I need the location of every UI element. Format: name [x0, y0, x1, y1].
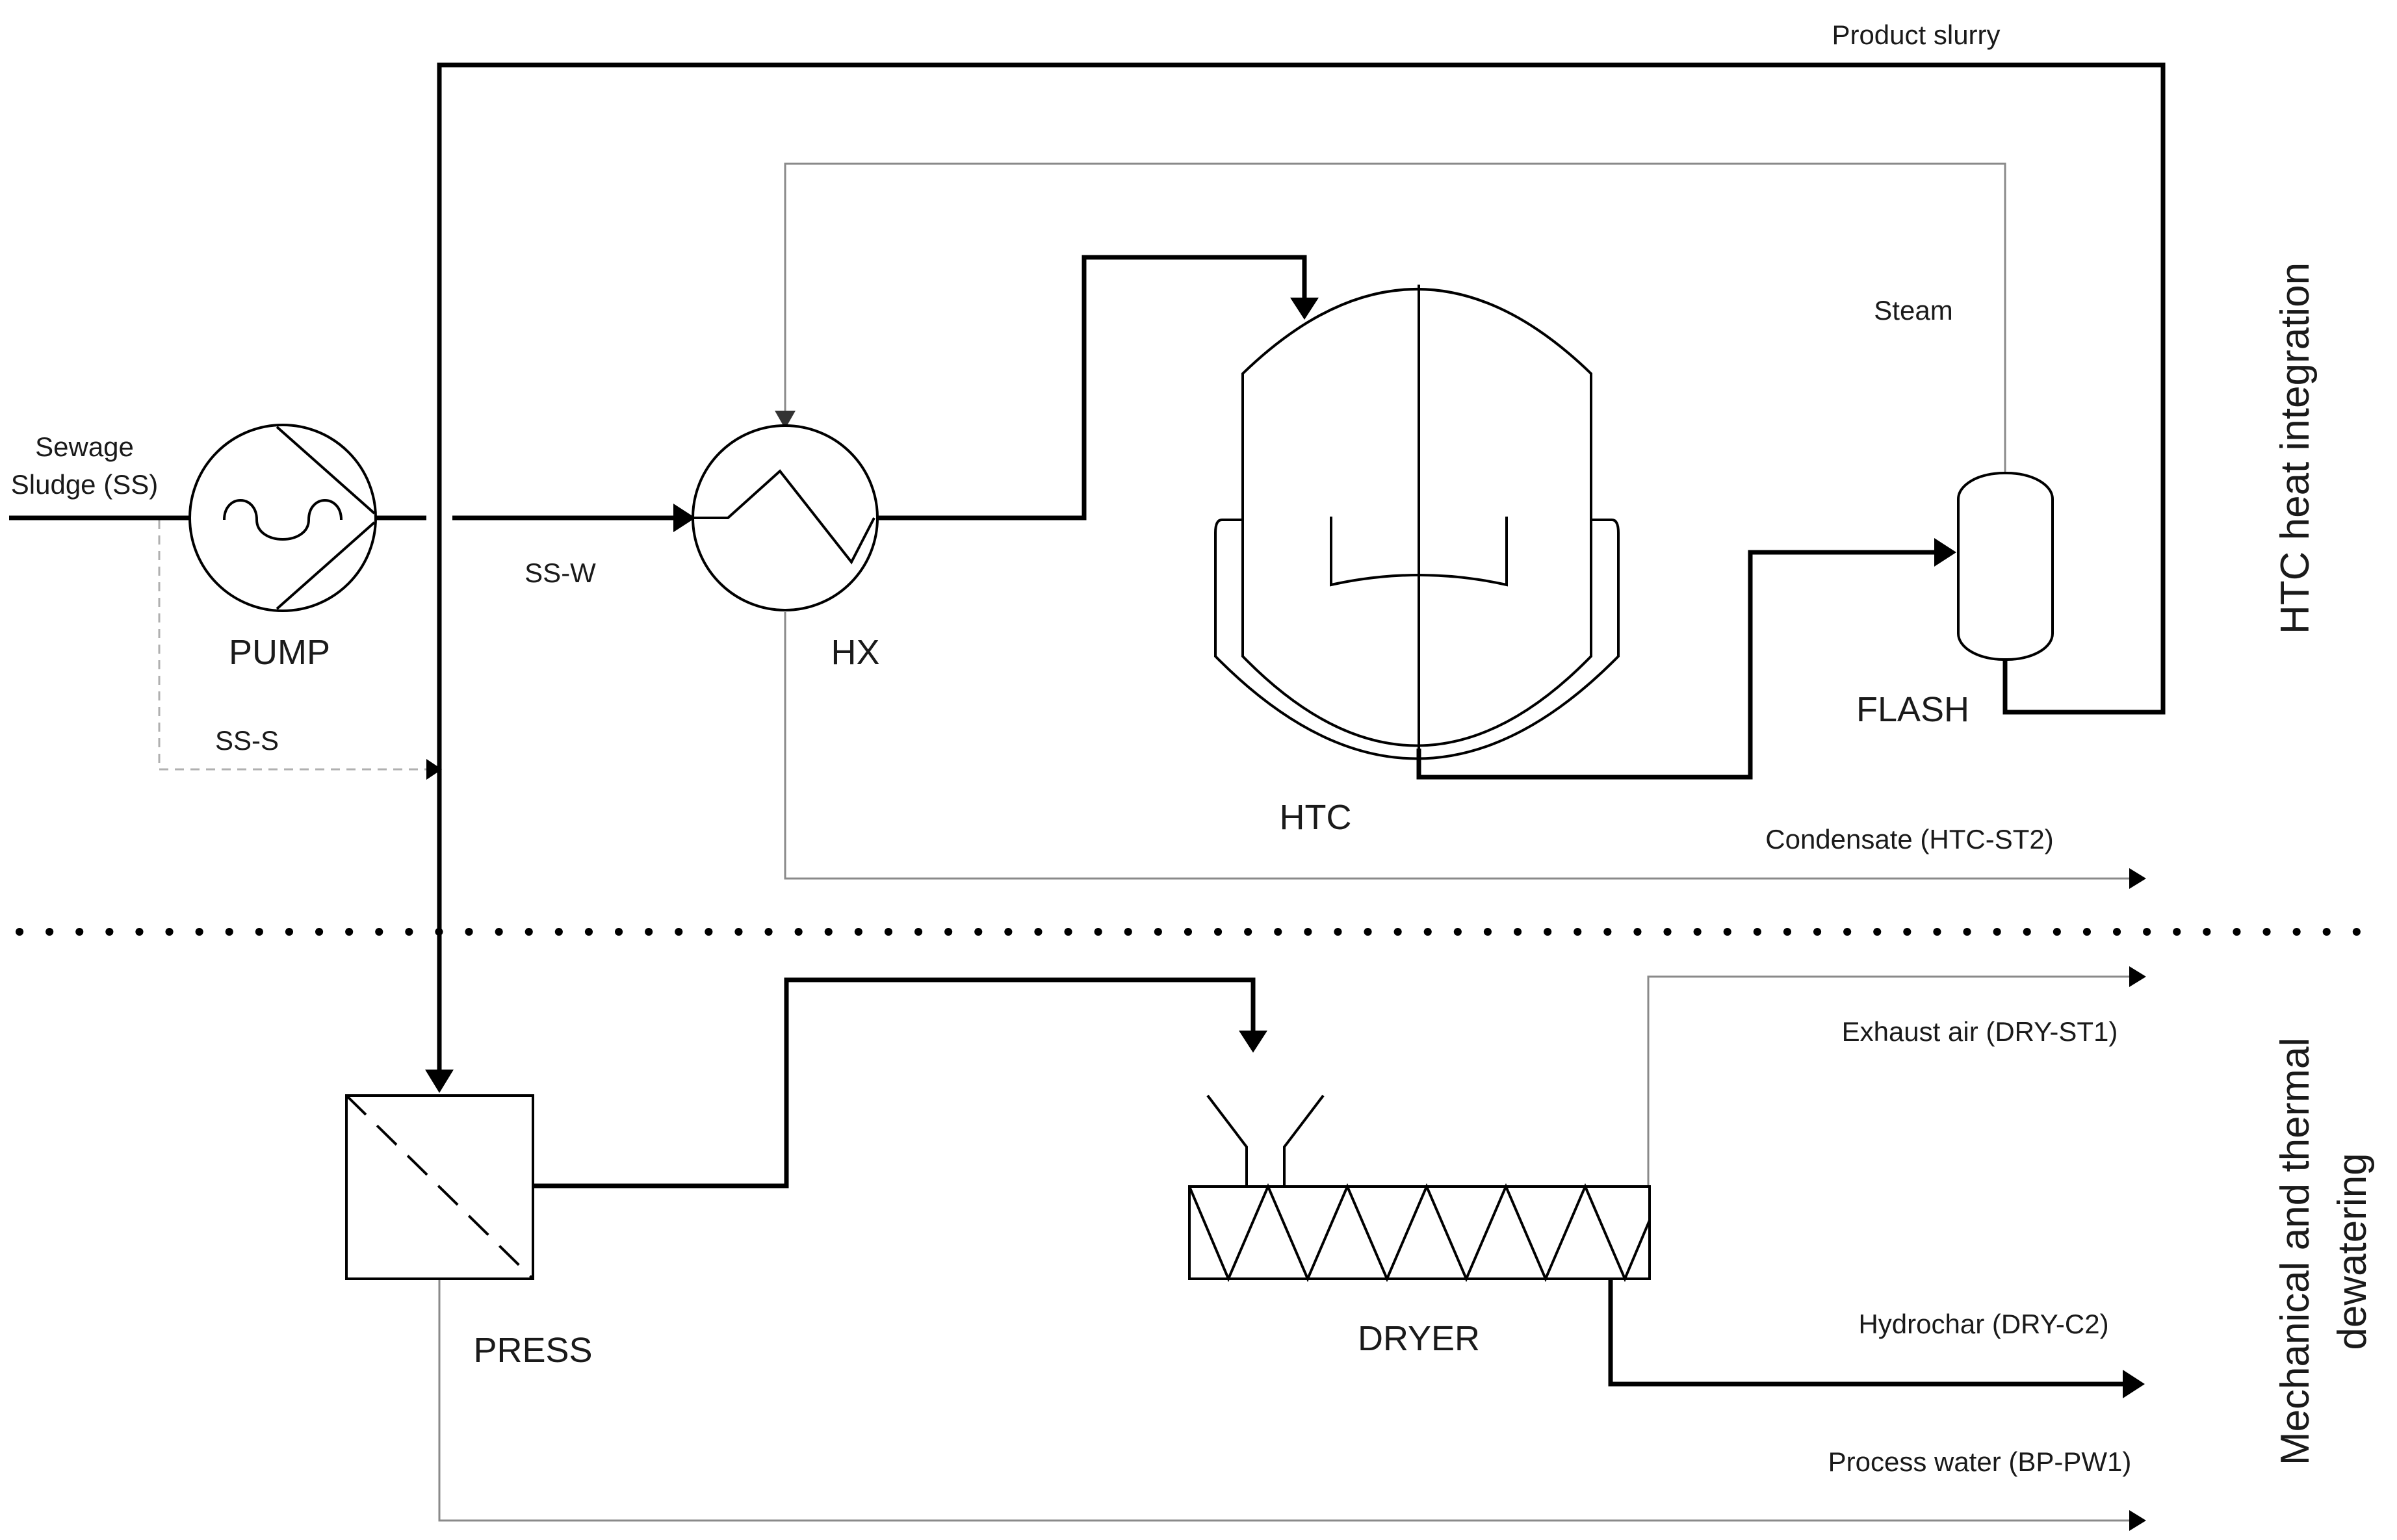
- condensate-arrow: [2129, 868, 2146, 889]
- hx-label: HX: [831, 633, 879, 672]
- exhaust-air-label: Exhaust air (DRY-ST1): [1842, 1016, 2118, 1047]
- exhaust-air-arrow: [2129, 966, 2146, 987]
- product-slurry-line: [437, 62, 2166, 1071]
- feed-label-line2: Sludge (SS): [11, 469, 158, 500]
- section-label-bottom-line1: Mechanical and thermal: [2273, 1038, 2318, 1465]
- feed-label-line1: Sewage: [35, 431, 134, 462]
- press-label: PRESS: [473, 1331, 592, 1370]
- htc-to-flash-arrow: [1934, 538, 1956, 567]
- steam-arrow: [775, 411, 796, 429]
- process-water-label: Process water (BP-PW1): [1828, 1446, 2132, 1477]
- htc-label: HTC: [1280, 798, 1352, 837]
- hydrochar-label: Hydrochar (DRY-C2): [1858, 1309, 2108, 1339]
- hydrochar-line: [1608, 1279, 2125, 1387]
- dryer-label: DRYER: [1358, 1319, 1480, 1358]
- product-slurry-label: Product slurry: [1832, 19, 2000, 50]
- steam-line: [784, 162, 2006, 473]
- hx-to-htc-line: [877, 255, 1307, 520]
- hydrochar-arrow: [2123, 1370, 2145, 1398]
- hx-unit: [692, 424, 879, 611]
- press-to-dryer-arrow: [1239, 1031, 1267, 1053]
- pump-unit: [188, 424, 377, 612]
- htc-to-flash-line: [1416, 550, 1937, 780]
- ss-s-label: SS-S: [215, 725, 279, 756]
- press-unit: [345, 1094, 534, 1280]
- section-label-bottom-line2: dewatering: [2330, 1153, 2375, 1350]
- process-water-arrow: [2129, 1510, 2146, 1531]
- section-label-top: HTC heat integration: [2273, 263, 2318, 634]
- dryer-unit: [1188, 1094, 1651, 1283]
- flash-label: FLASH: [1856, 690, 1969, 729]
- flash-unit: [1957, 472, 2054, 661]
- hx-to-htc-arrow: [1290, 298, 1319, 320]
- product-slurry-arrow: [425, 1070, 454, 1093]
- condensate-line: [784, 612, 2132, 880]
- process-water-line: [438, 1279, 2132, 1522]
- steam-label: Steam: [1874, 295, 1952, 326]
- ss-w-label: SS-W: [525, 558, 596, 588]
- pump-label: PUMP: [229, 633, 330, 672]
- ss-w-arrow: [673, 504, 695, 532]
- ss-s-arrow: [426, 759, 442, 780]
- press-to-dryer-line: [533, 977, 1256, 1188]
- condensate-label: Condensate (HTC-ST2): [1765, 824, 2053, 854]
- ss-s-bypass-line: [158, 520, 429, 771]
- htc-unit: [1214, 285, 1620, 760]
- exhaust-air-line: [1647, 975, 2132, 1187]
